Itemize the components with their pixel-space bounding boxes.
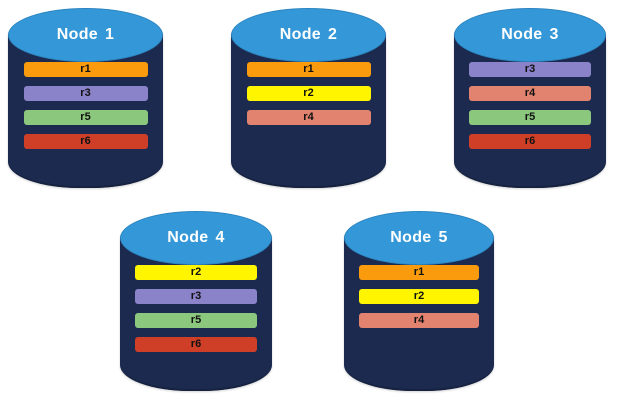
shard-list: r1 r2 r4 [231,62,386,125]
shard-r4[interactable]: r4 [246,110,371,125]
database-node-5[interactable]: Node 5 r1 r2 r4 [344,211,494,391]
shard-r6[interactable]: r6 [135,337,257,352]
node-title-word: Node [390,229,432,246]
node-title-word: Node [279,26,321,43]
shard-list: r1 r2 r4 [344,265,494,328]
shard-list: r2 r3 r5 r6 [120,265,272,352]
shard-r2[interactable]: r2 [246,86,371,101]
shard-list: r1 r3 r5 r6 [8,62,163,149]
node-title-number: 2 [328,26,338,43]
node-top-cap: Node 5 [344,211,494,265]
shard-r5[interactable]: r5 [135,313,257,328]
database-node-1[interactable]: Node 1 r1 r3 r5 r6 [8,8,163,188]
shard-r4[interactable]: r4 [469,86,591,101]
shard-r3[interactable]: r3 [23,86,148,101]
shard-list: r3 r4 r5 r6 [454,62,606,149]
shard-label: r3 [524,63,536,75]
node-title-number: 3 [549,26,559,43]
shard-r2[interactable]: r2 [359,289,479,304]
database-node-4[interactable]: Node 4 r2 r3 r5 r6 [120,211,272,391]
shard-r6[interactable]: r6 [23,134,148,149]
shard-r5[interactable]: r5 [23,110,148,125]
node-title: Node 4 [167,229,224,247]
shard-r4[interactable]: r4 [359,313,479,328]
shard-label: r5 [190,314,202,326]
shard-label: r2 [190,266,202,278]
node-title: Node 1 [57,26,114,44]
shard-r2[interactable]: r2 [135,265,257,280]
node-bottom-rim [232,162,385,188]
node-bottom-rim [121,365,271,391]
node-title-word: Node [167,229,209,246]
shard-r1[interactable]: r1 [23,62,148,77]
node-bottom-rim [345,365,493,391]
shard-label: r6 [190,338,202,350]
shard-r5[interactable]: r5 [469,110,591,125]
shard-r3[interactable]: r3 [469,62,591,77]
shard-label: r1 [303,63,314,75]
shard-label: r1 [80,63,91,75]
shard-label: r5 [524,111,536,123]
shard-r1[interactable]: r1 [359,265,479,280]
shard-label: r2 [303,87,314,99]
node-title: Node 5 [390,229,447,247]
shard-label: r6 [80,135,91,147]
node-title-number: 5 [438,229,448,246]
node-title-word: Node [501,26,543,43]
shard-r1[interactable]: r1 [246,62,371,77]
shard-label: r3 [80,87,91,99]
node-bottom-rim [9,162,162,188]
node-title-word: Node [56,26,98,43]
node-title-number: 1 [105,26,115,43]
shard-label: r1 [413,266,425,278]
shard-label: r3 [190,290,202,302]
node-top-cap: Node 1 [8,8,163,62]
shard-r6[interactable]: r6 [469,134,591,149]
node-title-number: 4 [215,229,225,246]
shard-label: r5 [80,111,91,123]
node-top-cap: Node 2 [231,8,386,62]
node-title: Node 3 [501,26,558,44]
shard-label: r2 [413,290,425,302]
database-node-2[interactable]: Node 2 r1 r2 r4 [231,8,386,188]
node-title: Node 2 [280,26,337,44]
shard-label: r4 [413,314,425,326]
shard-label: r4 [303,111,314,123]
node-bottom-rim [455,162,605,188]
shard-label: r4 [524,87,536,99]
shard-label: r6 [524,135,536,147]
database-node-3[interactable]: Node 3 r3 r4 r5 r6 [454,8,606,188]
node-top-cap: Node 3 [454,8,606,62]
shard-r3[interactable]: r3 [135,289,257,304]
node-top-cap: Node 4 [120,211,272,265]
